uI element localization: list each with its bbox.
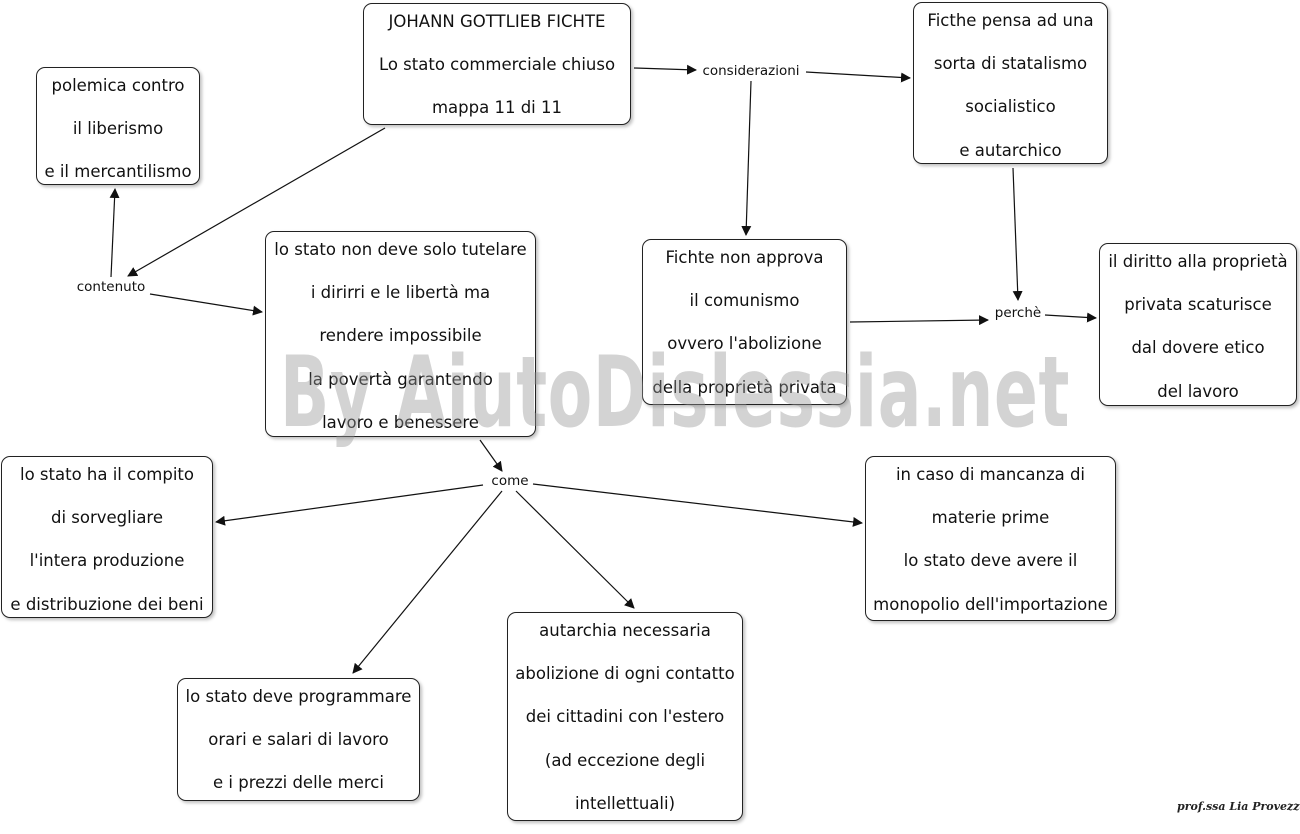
- node-tutelare[interactable]: lo stato non deve solo tutelare i dirirr…: [265, 231, 536, 437]
- node-polemica[interactable]: polemica contro il liberismo e il mercan…: [36, 67, 200, 185]
- node-importazione[interactable]: in caso di mancanza di materie prime lo …: [865, 456, 1116, 621]
- node-sorvegliare-line: lo stato ha il compito: [20, 465, 194, 484]
- link-label-come: come: [489, 473, 531, 489]
- node-diritto[interactable]: il diritto alla proprietà privata scatur…: [1099, 243, 1297, 406]
- node-autarchia-line: autarchia necessaria: [539, 621, 711, 640]
- node-tutelare-line: lo stato non deve solo tutelare: [274, 240, 527, 259]
- node-statalismo-line: e autarchico: [959, 140, 1062, 160]
- node-programmare-line: e i prezzi delle merci: [213, 773, 384, 793]
- node-importazione-line: in caso di mancanza di: [895, 465, 1086, 484]
- node-polemica-line: polemica contro: [51, 76, 185, 95]
- node-comunismo-line: ovvero l'abolizione: [667, 334, 822, 354]
- node-title-line: mappa 11 di 11: [431, 98, 563, 118]
- node-autarchia-line: abolizione di ogni contatto: [515, 664, 735, 684]
- node-statalismo-line: socialistico: [965, 97, 1056, 117]
- node-programmare-line: orari e salari di lavoro: [208, 730, 389, 750]
- node-diritto-line: del lavoro: [1157, 381, 1239, 401]
- edge-contenuto-tutelare: [149, 293, 263, 316]
- node-polemica-line: il liberismo: [72, 119, 164, 139]
- edge-come-importazione: [532, 483, 863, 527]
- node-statalismo[interactable]: Ficthe pensa ad una sorta di statalismo …: [913, 2, 1108, 164]
- edge-tutelare-come: [479, 439, 503, 472]
- node-autarchia[interactable]: autarchia necessaria abolizione di ogni …: [507, 612, 743, 821]
- node-sorvegliare[interactable]: lo stato ha il compito di sorvegliare l'…: [1, 456, 213, 618]
- node-tutelare-line: lavoro e benessere: [322, 412, 479, 432]
- node-diritto-line: privata scaturisce: [1124, 295, 1272, 315]
- edge-come-autarchia: [515, 490, 635, 609]
- author-signature: prof.ssa Lia Provezza: [1177, 800, 1300, 813]
- edge-considerazioni-comunismo: [741, 80, 752, 236]
- node-sorvegliare-line: di sorvegliare: [50, 508, 164, 528]
- node-title[interactable]: JOHANN GOTTLIEB FICHTE Lo stato commerci…: [363, 3, 631, 125]
- node-sorvegliare-line: e distribuzione dei beni: [10, 594, 204, 614]
- node-autarchia-line: (ad eccezione degli: [544, 750, 706, 770]
- edge-come-programmare: [352, 490, 503, 674]
- link-label-considerazioni: considerazioni: [700, 63, 802, 79]
- node-programmare[interactable]: lo stato deve programmare orari e salari…: [177, 678, 420, 801]
- node-statalismo-line: Ficthe pensa ad una: [927, 11, 1094, 30]
- node-importazione-line: monopolio dell'importazione: [873, 594, 1108, 614]
- node-tutelare-line: rendere impossibile: [319, 326, 482, 346]
- node-diritto-line: il diritto alla proprietà: [1108, 252, 1288, 271]
- node-tutelare-line: i dirirri e le libertà ma: [310, 283, 491, 303]
- node-importazione-line: lo stato deve avere il: [903, 551, 1078, 571]
- link-label-contenuto: contenuto: [74, 279, 148, 295]
- link-label-perche: perchè: [992, 305, 1044, 321]
- edge-perche-diritto: [1044, 312, 1097, 323]
- node-tutelare-line: la povertà garantendo: [308, 369, 493, 389]
- node-autarchia-line: intellettuali): [574, 793, 676, 813]
- edge-considerazioni-statalismo: [805, 71, 911, 83]
- node-sorvegliare-line: l'intera produzione: [29, 551, 185, 571]
- edge-comunismo-perche: [849, 315, 989, 326]
- edge-come-sorvegliare: [215, 484, 484, 526]
- node-diritto-line: dal dovere etico: [1131, 338, 1265, 358]
- node-title-line: JOHANN GOTTLIEB FICHTE: [388, 12, 606, 31]
- node-polemica-line: e il mercantilismo: [44, 162, 192, 182]
- node-title-line: Lo stato commerciale chiuso: [378, 55, 616, 75]
- node-comunismo-line: il comunismo: [689, 291, 800, 311]
- node-comunismo[interactable]: Fichte non approva il comunismo ovvero l…: [642, 239, 847, 405]
- edge-contenuto-polemica: [109, 188, 120, 278]
- node-programmare-line: lo stato deve programmare: [185, 687, 412, 706]
- edge-statalismo-perche: [1012, 167, 1023, 301]
- node-statalismo-line: sorta di statalismo: [933, 54, 1088, 74]
- node-autarchia-line: dei cittadini con l'estero: [525, 707, 725, 727]
- node-importazione-line: materie prime: [931, 508, 1050, 528]
- edge-title-contenuto: [127, 127, 386, 277]
- edge-title-considerazioni: [633, 64, 697, 75]
- node-comunismo-line: della proprietà privata: [652, 377, 837, 397]
- node-comunismo-line: Fichte non approva: [665, 248, 824, 267]
